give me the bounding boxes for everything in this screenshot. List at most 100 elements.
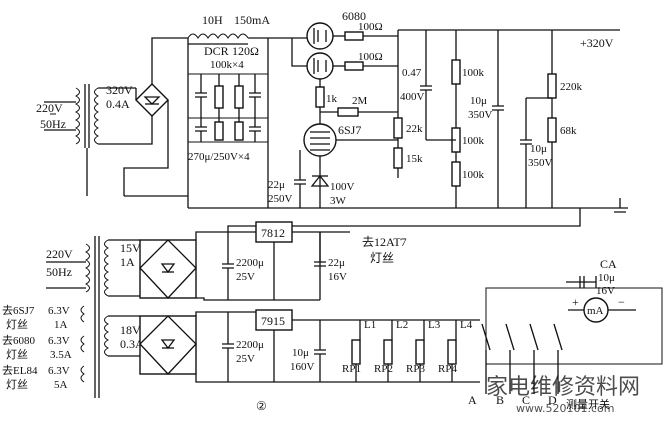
- cap3-value: 2200μ: [236, 339, 264, 351]
- cap3-voltage: 25V: [236, 353, 255, 365]
- tube-6080: 6080 100Ω 100Ω 1k: [291, 9, 398, 108]
- heater-transformer: 220V 50Hz 15V 1A 18V 0.3A: [46, 236, 144, 398]
- cap4-value: 10μ: [292, 347, 309, 359]
- load-l1: L1: [364, 319, 376, 331]
- r-2m: 2M: [352, 95, 368, 107]
- hv-transformer: 220V 50Hz 320V 0.4A: [36, 83, 136, 196]
- heater-sec2-voltage: 18V: [120, 323, 141, 337]
- heater-input-voltage: 220V: [46, 247, 73, 261]
- r-22k: 22k: [406, 123, 423, 135]
- fil1-current: 1A: [54, 319, 68, 331]
- hv-output-label: +320V: [580, 36, 614, 50]
- fil1-name: 去6SJ7: [2, 304, 35, 317]
- switch-a: A: [468, 393, 477, 407]
- svg-text:−: −: [618, 295, 625, 309]
- tube-6sj7: 6SJ7 2M 22k 15k 100V 3W 22μ 250V: [268, 95, 423, 208]
- choke-dcr-value: 120Ω: [232, 44, 259, 58]
- fil2-name: 去6080: [2, 334, 35, 347]
- r-68k: 68k: [560, 125, 577, 137]
- cap-10u-b-value: 10μ: [530, 143, 547, 155]
- divider-100k: 100k 100k 100k: [426, 30, 485, 208]
- hv-secondary-voltage: 320V: [106, 83, 133, 97]
- r-100k-c: 100k: [462, 169, 485, 181]
- r-100k-b: 100k: [462, 135, 485, 147]
- load-l3: L3: [428, 319, 441, 331]
- cap-10u-a-voltage: 350V: [468, 109, 493, 121]
- zener-voltage: 100V: [330, 181, 355, 193]
- heater-sec1-voltage: 15V: [120, 241, 141, 255]
- choke-inductance: 10H: [202, 13, 223, 27]
- hv-input-frequency: 50Hz: [40, 117, 66, 131]
- zener-power: 3W: [330, 195, 347, 207]
- heater-sec2-current: 0.3A: [120, 337, 144, 351]
- cap1-value: 2200μ: [236, 257, 264, 269]
- meter-section: mA CA 10μ 16V + − A B C D 测量开关: [468, 257, 663, 411]
- watermark-text: 家电维修资料网: [486, 375, 640, 400]
- hv-input-voltage: 220V: [36, 101, 63, 115]
- cap-22u-voltage: 250V: [268, 193, 293, 205]
- load-l4: L4: [460, 319, 473, 331]
- switch-b: B: [496, 393, 504, 407]
- cap-047: 0.47 400V: [400, 30, 432, 140]
- cap-10u-a: 10μ 350V: [468, 30, 504, 208]
- choke-dcr-label: DCR: [204, 44, 229, 58]
- cap1-voltage: 25V: [236, 271, 255, 283]
- pot-rp3: RP3: [406, 363, 425, 375]
- cap-22u: 22μ: [268, 179, 285, 191]
- r-220k: 220k: [560, 81, 583, 93]
- r-100k-a: 100k: [462, 67, 485, 79]
- divider-220k-68k: 220k 68k 10μ 350V: [520, 30, 583, 208]
- pot-rp1: RP1: [342, 363, 361, 375]
- switch-d: D: [548, 393, 557, 407]
- r-6080-b: 100Ω: [358, 51, 383, 63]
- heater-bridge-1: [139, 231, 321, 301]
- hv-secondary-current: 0.4A: [106, 97, 130, 111]
- filament-labels: 去6SJ7 灯丝 6.3V 1A 去6080 灯丝 6.3V 3.5A 去EL8…: [2, 304, 85, 391]
- cap-bank-label: 270μ/250V×4: [188, 151, 250, 163]
- svg-text:+: +: [572, 295, 579, 309]
- cap4-voltage: 160V: [290, 361, 315, 373]
- switch-c: C: [522, 393, 530, 407]
- watermark-url: www.520101.com: [516, 402, 614, 415]
- fil3-name: 去EL84: [2, 364, 38, 377]
- cap-10u-b-voltage: 350V: [528, 157, 553, 169]
- reg-7915-label: 7915: [261, 314, 285, 328]
- hv-bridge-rectifier: [123, 37, 188, 196]
- fil1-sub: 灯丝: [6, 318, 28, 331]
- ca-label: CA: [600, 257, 617, 271]
- reg-7812-label: 7812: [261, 226, 285, 240]
- hv-filter-bank: 270μ/250V×4: [124, 38, 269, 208]
- load-l2: L2: [396, 319, 408, 331]
- regulator-7812: 7812 2200μ 25V 22μ 16V 去12AT7 灯丝: [222, 221, 407, 300]
- cap2-value: 22μ: [328, 257, 345, 269]
- hv-choke: 10H 150mA DCR 120Ω 100k×4: [187, 13, 292, 71]
- fil2-voltage: 6.3V: [48, 335, 70, 347]
- regulator-7915: 7915 2200μ 25V 10μ 160V: [222, 309, 480, 382]
- cap2-voltage: 16V: [328, 271, 347, 283]
- r-15k: 15k: [406, 153, 423, 165]
- ca-value: 10μ: [598, 272, 615, 284]
- dest-12at7-sub: 灯丝: [370, 251, 394, 265]
- pot-rp4: RP4: [438, 363, 457, 375]
- tube-6080-label: 6080: [342, 9, 366, 23]
- load-pots: L1 L2 L3 L4 RP1 RP2 RP3 RP4: [342, 319, 473, 382]
- fil3-sub: 灯丝: [6, 378, 28, 391]
- choke-current: 150mA: [234, 13, 270, 27]
- pot-rp2: RP2: [374, 363, 393, 375]
- fil1-voltage: 6.3V: [48, 305, 70, 317]
- cap-047-voltage: 400V: [400, 91, 425, 103]
- tube-6sj7-label: 6SJ7: [338, 123, 361, 137]
- heater-sec1-current: 1A: [120, 255, 135, 269]
- meter-caption: 测量开关: [566, 397, 610, 411]
- cap-047-value: 0.47: [402, 67, 422, 79]
- fil2-sub: 灯丝: [6, 348, 28, 361]
- meter-label: mA: [587, 305, 604, 317]
- fil2-current: 3.5A: [50, 349, 72, 361]
- r-6080-a: 100Ω: [358, 21, 383, 33]
- r-1k: 1k: [326, 93, 338, 105]
- cap-10u-a-value: 10μ: [470, 95, 487, 107]
- resistor-bank-label: 100k×4: [210, 59, 244, 71]
- fil3-voltage: 6.3V: [48, 365, 70, 377]
- figure-number: ②: [256, 399, 267, 413]
